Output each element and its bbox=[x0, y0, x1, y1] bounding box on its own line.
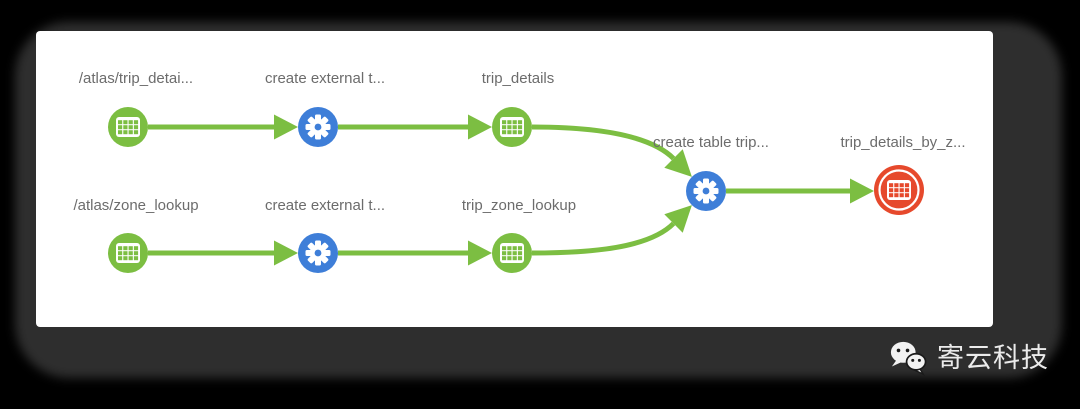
node-label-create-table-trip: create table trip... bbox=[653, 134, 769, 151]
table-icon bbox=[116, 243, 140, 263]
edge-create-table-trip-to-trip-details-by-zone bbox=[726, 178, 874, 204]
pipeline-card: /atlas/trip_detai... create external t..… bbox=[36, 31, 993, 327]
table-icon bbox=[500, 243, 524, 263]
gear-icon bbox=[305, 240, 331, 266]
table-icon bbox=[116, 117, 140, 137]
node-atlas-zone-lookup[interactable] bbox=[108, 233, 148, 273]
wechat-icon bbox=[890, 341, 927, 376]
table-icon bbox=[887, 180, 911, 200]
node-label-trip-zone-lookup: trip_zone_lookup bbox=[462, 197, 576, 214]
node-create-external-table-1[interactable] bbox=[298, 107, 338, 147]
node-label-trip-details-by-zone: trip_details_by_z... bbox=[840, 134, 965, 151]
table-icon bbox=[500, 117, 524, 137]
node-create-table-trip[interactable] bbox=[686, 171, 726, 211]
pipeline-diagram-canvas[interactable]: /atlas/trip_detai... create external t..… bbox=[36, 31, 993, 327]
node-trip-details[interactable] bbox=[492, 107, 532, 147]
node-create-external-table-2[interactable] bbox=[298, 233, 338, 273]
node-atlas-trip-details[interactable] bbox=[108, 107, 148, 147]
brand-name: 寄云科技 bbox=[937, 343, 1049, 373]
node-label-create-external-table-1: create external t... bbox=[265, 70, 385, 87]
edge-trip-zone-lookup-to-create-table-trip bbox=[531, 205, 692, 256]
node-label-trip-details: trip_details bbox=[482, 70, 555, 87]
edge-create-external-1-to-trip-details bbox=[338, 114, 492, 140]
node-label-atlas-zone-lookup: /atlas/zone_lookup bbox=[73, 197, 198, 214]
edge-atlas-zone-lookup-to-create-external-2 bbox=[148, 240, 298, 266]
edge-create-external-2-to-trip-zone-lookup bbox=[338, 240, 492, 266]
gear-icon bbox=[305, 114, 331, 140]
edge-trip-details-to-create-table-trip bbox=[531, 124, 692, 177]
node-trip-details-by-zone[interactable] bbox=[874, 165, 924, 215]
node-trip-zone-lookup[interactable] bbox=[492, 233, 532, 273]
selection-ring bbox=[878, 169, 920, 211]
node-label-atlas-trip-details: /atlas/trip_detai... bbox=[79, 70, 193, 87]
gear-icon bbox=[693, 178, 719, 204]
edge-atlas-trip-details-to-create-external-1 bbox=[148, 114, 298, 140]
node-label-create-external-table-2: create external t... bbox=[265, 197, 385, 214]
brand-watermark: 寄云科技 bbox=[889, 339, 1049, 377]
